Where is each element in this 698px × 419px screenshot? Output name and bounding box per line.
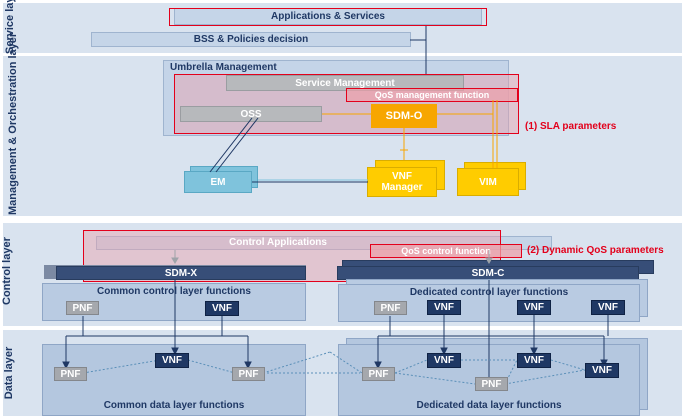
pnf-label: PNF — [481, 378, 502, 390]
pnf-label: PNF — [368, 368, 389, 380]
vnf-label: VNF — [524, 355, 544, 366]
pnf-label: PNF — [72, 302, 93, 314]
common-control-functions-label: Common control layer functions — [97, 286, 251, 297]
sdm-o-box[interactable]: SDM-O — [371, 104, 437, 128]
data-dedicated-pnf-1[interactable]: PNF — [362, 367, 395, 381]
vnf-label: VNF — [434, 355, 454, 366]
data-dedicated-vnf-2[interactable]: VNF — [517, 353, 551, 368]
control-dedicated-vnf-3[interactable]: VNF — [591, 300, 625, 315]
control-applications-box[interactable]: Control Applications — [94, 236, 462, 249]
vnf-manager-label: VNF Manager — [381, 171, 423, 193]
pnf-label: PNF — [380, 302, 401, 314]
em-label: EM — [210, 176, 226, 188]
control-dedicated-vnf-2[interactable]: VNF — [517, 300, 551, 315]
vnf-label: VNF — [524, 302, 544, 313]
control-dedicated-pnf[interactable]: PNF — [374, 301, 407, 315]
vnf-label: VNF — [434, 302, 454, 313]
sdm-c-label: SDM-C — [471, 267, 505, 279]
umbrella-management-box[interactable]: Umbrella Management — [163, 60, 509, 136]
applications-services-highlight — [169, 8, 487, 26]
sdm-x-box[interactable]: SDM-X — [56, 266, 306, 280]
control-applications-label: Control Applications — [229, 237, 327, 248]
dynamic-qos-annotation: (2) Dynamic QoS parameters — [527, 245, 664, 256]
service-management-box[interactable]: Service Management — [226, 75, 464, 91]
vnf-label: VNF — [598, 302, 618, 313]
data-dedicated-pnf-2[interactable]: PNF — [475, 377, 508, 391]
vnf-manager-box[interactable]: VNF Manager — [367, 167, 437, 197]
vim-box[interactable]: VIM — [457, 168, 519, 196]
sla-parameters-annotation: (1) SLA parameters — [525, 121, 617, 132]
em-box[interactable]: EM — [184, 171, 252, 193]
control-dedicated-vnf-1[interactable]: VNF — [427, 300, 461, 315]
qos-management-function-label: QoS management function — [374, 90, 490, 100]
dedicated-data-functions-label: Dedicated data layer functions — [416, 400, 562, 411]
data-dedicated-vnf-1[interactable]: VNF — [427, 353, 461, 368]
oss-box[interactable]: OSS — [180, 106, 322, 122]
sdm-o-label: SDM-O — [385, 110, 423, 122]
data-common-pnf-2[interactable]: PNF — [232, 367, 265, 381]
umbrella-management-label: Umbrella Management — [170, 62, 277, 73]
control-common-pnf[interactable]: PNF — [66, 301, 99, 315]
oss-label: OSS — [240, 108, 262, 120]
common-data-functions-label: Common data layer functions — [103, 400, 245, 411]
data-dedicated-vnf-3[interactable]: VNF — [585, 363, 619, 378]
control-common-vnf[interactable]: VNF — [205, 301, 239, 316]
qos-management-function-box[interactable]: QoS management function — [346, 88, 518, 102]
qos-control-function-label: QoS control function — [401, 246, 491, 256]
vnf-label: VNF — [162, 355, 182, 366]
qos-control-function-box[interactable]: QoS control function — [370, 244, 522, 258]
data-common-vnf[interactable]: VNF — [155, 353, 189, 368]
service-management-label: Service Management — [295, 77, 395, 89]
pnf-label: PNF — [238, 368, 259, 380]
data-common-pnf-1[interactable]: PNF — [54, 367, 87, 381]
vnf-label: VNF — [592, 365, 612, 376]
bss-policies-label: BSS & Policies decision — [193, 34, 309, 45]
sdm-x-label: SDM-X — [164, 267, 198, 279]
pnf-label: PNF — [60, 368, 81, 380]
vim-label: VIM — [479, 176, 497, 188]
vnf-label: VNF — [212, 303, 232, 314]
applications-services-label: Applications & Services — [271, 11, 385, 22]
